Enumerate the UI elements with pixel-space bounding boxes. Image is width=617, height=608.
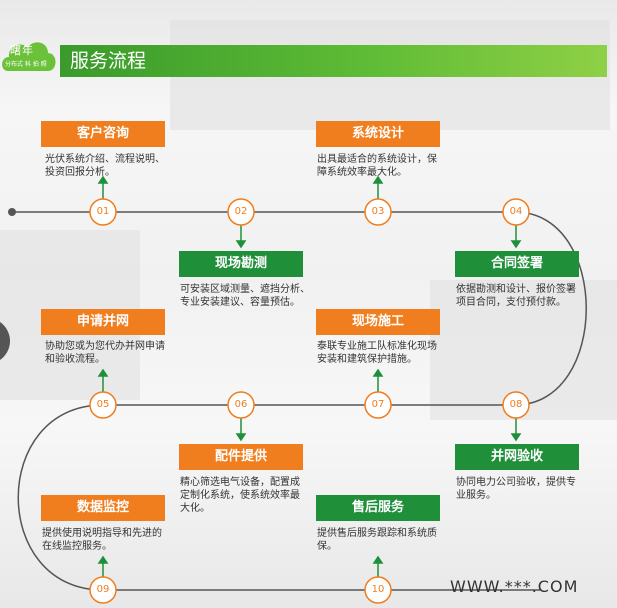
arrow-head (510, 433, 522, 442)
step-number: 02 (234, 206, 248, 217)
step-title-parts: 配件提供 (179, 444, 303, 470)
arrow-head (372, 555, 384, 564)
step-title-construction: 现场施工 (316, 309, 440, 335)
step-title-contract: 合同签署 (455, 251, 579, 277)
logo-cloud-icon (2, 42, 56, 71)
step-number: 04 (509, 206, 523, 217)
arrow-head (510, 240, 522, 249)
step-node-06 (227, 391, 255, 419)
step-desc-grid-apply: 协助您或为您代办并网申请 和验收流程。 (45, 341, 165, 365)
step-desc-design: 出具最适合的系统设计，保 障系统效率最大化。 (317, 154, 437, 178)
step-node-05 (89, 391, 117, 419)
arrow-head (235, 240, 247, 249)
step-desc-parts: 精心筛选电气设备，配置成 定制化系统，使系统效率最 大化。 (180, 477, 300, 514)
step-number: 06 (234, 399, 248, 410)
step-desc-contract: 依据勘测和设计、报价签署 项目合同，支付预付款。 (456, 284, 576, 308)
arrow-head (97, 555, 109, 564)
step-node-01 (89, 198, 117, 226)
left-edge-disc (0, 318, 10, 364)
step-node-09 (89, 576, 117, 604)
arrow-head (97, 175, 109, 184)
step-title-after-sales: 售后服务 (316, 495, 440, 521)
arrow-head (235, 433, 247, 442)
step-desc-acceptance: 协同电力公司验收，提供专 业服务。 (456, 477, 576, 501)
step-node-04 (502, 198, 530, 226)
step-desc-construction: 泰联专业施工队标准化现场 安装和建筑保护措施。 (317, 341, 437, 365)
step-node-02 (227, 198, 255, 226)
step-desc-consult: 光伏系统介绍、流程说明、 投资回报分析。 (45, 154, 165, 178)
step-desc-after-sales: 提供售后服务跟踪和系统质 保。 (317, 528, 437, 552)
step-number: 08 (509, 399, 523, 410)
arrow-head (372, 175, 384, 184)
arrow-head (97, 368, 109, 377)
logo-subtext: 分布式 科 拍 照 (5, 61, 47, 68)
step-title-grid-apply: 申请并网 (41, 309, 165, 335)
step-node-07 (364, 391, 392, 419)
arrow-head (372, 368, 384, 377)
step-number: 03 (371, 206, 385, 217)
step-node-03 (364, 198, 392, 226)
step-node-08 (502, 391, 530, 419)
flow-start-dot (8, 208, 16, 216)
step-number: 05 (96, 399, 110, 410)
step-title-monitoring: 数据监控 (41, 495, 165, 521)
header-bar (60, 45, 607, 77)
step-number: 09 (96, 584, 110, 595)
step-title-consult: 客户咨询 (41, 121, 165, 147)
step-number: 01 (96, 206, 110, 217)
step-number: 10 (371, 584, 385, 595)
step-desc-monitoring: 提供使用说明指导和先进的 在线监控服务。 (42, 528, 162, 552)
page-title: 服务流程 (70, 50, 147, 72)
step-desc-survey: 可安装区域测量、遮挡分析、 专业安装建议、容量预估。 (180, 284, 310, 308)
step-title-design: 系统设计 (316, 121, 440, 147)
logo-text: 曙年 (10, 44, 34, 57)
step-node-10 (364, 576, 392, 604)
step-title-survey: 现场勘测 (179, 251, 303, 277)
website-watermark: WWW.***.COM (450, 577, 579, 596)
step-number: 07 (371, 399, 385, 410)
step-title-acceptance: 并网验收 (455, 444, 579, 470)
